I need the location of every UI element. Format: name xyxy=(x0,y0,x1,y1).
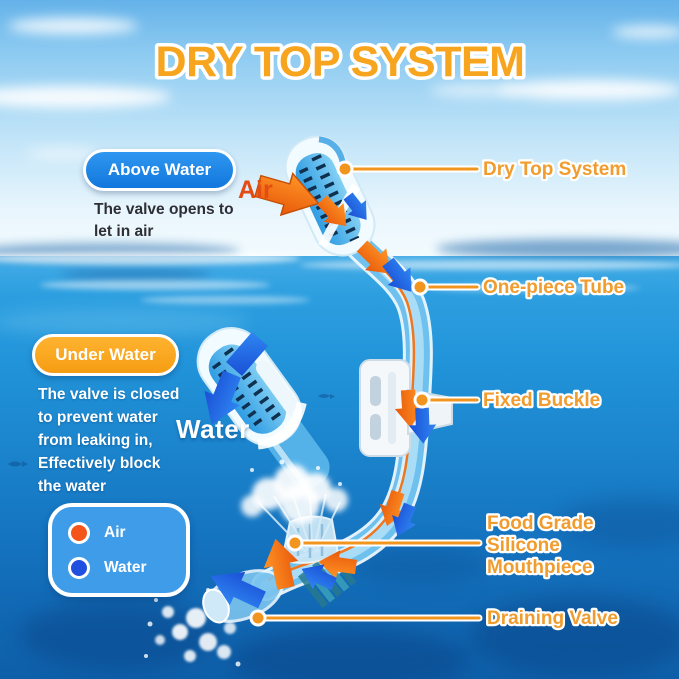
fish-silhouettes xyxy=(8,394,335,467)
mouthpiece-anchor-dot xyxy=(286,534,304,552)
cloud xyxy=(0,86,171,108)
dry-top-anchor-dot xyxy=(336,160,354,178)
wave-shadow xyxy=(60,268,210,282)
above-water-description: The valve opens to let in air xyxy=(94,201,234,240)
light-streak xyxy=(0,308,250,336)
water-flow-label: Water xyxy=(176,414,250,444)
tube-anchor-dot xyxy=(411,278,429,296)
wave-foam xyxy=(0,252,300,265)
water-legend-label: Water xyxy=(104,558,147,576)
callout-draining-valve: Draining Valve xyxy=(487,608,618,629)
under-water-badge: Under Water xyxy=(32,334,179,376)
svg-text:Silicone: Silicone xyxy=(487,535,560,556)
cloud xyxy=(8,18,138,34)
splash-droplets xyxy=(144,459,342,667)
above-water-badge: Above Water xyxy=(83,149,236,191)
seabed-shadow xyxy=(470,596,679,676)
air-flow-label: Air xyxy=(238,176,273,204)
cloud xyxy=(612,26,679,38)
cloud xyxy=(498,80,679,100)
cloud xyxy=(430,84,520,97)
wave-foam xyxy=(40,280,270,290)
water-legend-swatch xyxy=(68,556,90,579)
sea-background xyxy=(0,256,679,679)
under-water-badge-label: Under Water xyxy=(55,345,156,364)
callout-connectors xyxy=(249,160,483,627)
air-legend-label: Air xyxy=(104,523,126,541)
water-blocked-arrow xyxy=(193,332,268,432)
callout-one-piece-tube: One-piece Tube xyxy=(483,277,624,298)
callout-dry-top-system: Dry Top System xyxy=(483,159,626,180)
svg-text:Mouthpiece: Mouthpiece xyxy=(487,557,593,578)
above-water-badge-label: Above Water xyxy=(107,160,212,179)
svg-text:Food Grade: Food Grade xyxy=(487,513,594,534)
flow-legend: Air Water xyxy=(48,503,190,597)
callout-mouthpiece: Food Grade Silicone Mouthpiece xyxy=(485,511,596,581)
callout-fixed-buckle: Fixed Buckle xyxy=(483,390,600,411)
spray-cloud xyxy=(241,464,348,524)
horizon-shadow xyxy=(436,239,679,258)
wave-foam xyxy=(430,284,640,292)
buckle-anchor-dot xyxy=(413,391,431,409)
cloud xyxy=(26,148,98,159)
legend-air-row: Air xyxy=(68,521,186,544)
wave-foam xyxy=(140,296,310,304)
seabed-shadow xyxy=(556,498,679,548)
page-title: DRY TOP SYSTEM xyxy=(156,38,525,86)
underwater-snorkel-illustration xyxy=(193,327,330,489)
valve-anchor-dot xyxy=(249,609,267,627)
seabed-shadow xyxy=(230,628,470,679)
under-water-description: The valve is closed to prevent water fro… xyxy=(38,386,180,495)
air-legend-swatch xyxy=(68,521,90,544)
wave-foam xyxy=(300,260,679,270)
legend-water-row: Water xyxy=(68,556,186,579)
